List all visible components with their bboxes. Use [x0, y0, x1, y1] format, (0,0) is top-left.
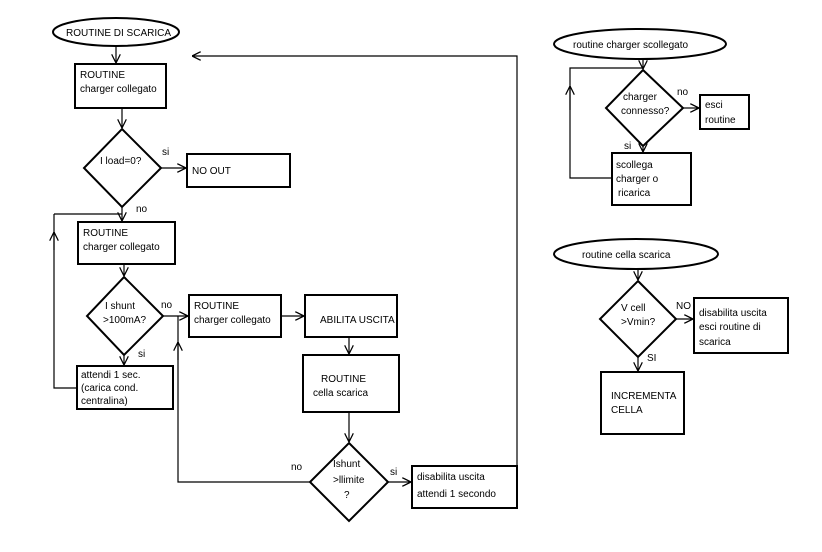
- cell-decision-line1: V cell: [621, 303, 645, 314]
- main-decision-shunt-no: no: [161, 300, 173, 311]
- main-box-charger-3-line1: ROUTINE: [194, 301, 239, 312]
- main-box-no-out-label: NO OUT: [192, 166, 231, 177]
- cell-box-disable-line2: esci routine di: [699, 322, 761, 333]
- main-decision-load-no: no: [136, 204, 148, 215]
- main-box-enable-output-label: ABILITA USCITA: [320, 315, 395, 326]
- main-decision-shunt-line2: >100mA?: [103, 315, 147, 326]
- main-box-charger-2-line2: charger collegato: [83, 242, 160, 253]
- charger-decision-si: si: [624, 141, 631, 152]
- connector: [569, 67, 643, 179]
- connector: [192, 56, 518, 482]
- main-box-charger-3: [188, 294, 282, 338]
- main-decision-limit: [308, 441, 390, 523]
- main-box-charger-1-line2: charger collegato: [80, 84, 157, 95]
- charger-box-exit-line1: esci: [705, 100, 723, 111]
- charger-title: routine charger scollegato: [573, 40, 689, 51]
- cell-discharged-routine: routine cella scarica V cell >Vmin? NO S…: [553, 238, 789, 435]
- main-box-cell-discharged: [302, 354, 400, 413]
- cell-box-increment-line2: CELLA: [611, 405, 643, 416]
- main-box-wait-line3: centralina): [81, 396, 128, 407]
- main-decision-load: [82, 127, 163, 209]
- cell-box-disable: [693, 297, 789, 354]
- cell-box-disable-line3: scarica: [699, 337, 731, 348]
- charger-box-exit-line2: routine: [705, 115, 736, 126]
- main-decision-limit-line1: Ishunt: [333, 459, 360, 470]
- main-box-charger-2-line1: ROUTINE: [83, 228, 128, 239]
- cell-decision-si: SI: [647, 353, 656, 364]
- connector: [177, 316, 310, 483]
- main-box-cell-discharged-line1: ROUTINE: [321, 374, 366, 385]
- main-decision-limit-no: no: [291, 462, 303, 473]
- main-decision-load-label: I load=0?: [100, 156, 142, 167]
- main-box-disable-output: [411, 465, 518, 509]
- main-decision-limit-line3: ?: [344, 490, 350, 501]
- charger-box-exit: [699, 94, 750, 130]
- charger-decision-no: no: [677, 87, 689, 98]
- main-decision-limit-yes: si: [390, 467, 397, 478]
- main-box-disable-output-line2: attendi 1 secondo: [417, 489, 496, 500]
- charger-decision-line2: connesso?: [621, 106, 670, 117]
- main-decision-shunt-yes: si: [138, 349, 145, 360]
- main-title: ROUTINE DI SCARICA: [66, 28, 171, 39]
- main-decision-limit-line2: >llimite: [333, 475, 365, 486]
- main-box-wait-line2: (carica cond.: [81, 383, 138, 394]
- charger-box-disconnect-line3: ricarica: [618, 188, 651, 199]
- charger-box-disconnect: [611, 152, 692, 206]
- charger-title-ellipse: [553, 28, 727, 60]
- main-box-charger-3-line2: charger collegato: [194, 315, 271, 326]
- main-routine: ROUTINE DI SCARICA ROUTINE charger colle…: [53, 17, 518, 523]
- cell-box-disable-line1: disabilita uscita: [699, 308, 767, 319]
- main-decision-shunt-line1: I shunt: [105, 301, 135, 312]
- main-decision-load-yes: si: [162, 147, 169, 158]
- cell-decision-no: NO: [676, 301, 691, 312]
- main-box-no-out: [186, 153, 291, 188]
- cell-title-ellipse: [553, 238, 719, 270]
- cell-decision-line2: >Vmin?: [621, 317, 656, 328]
- cell-box-increment-line1: INCREMENTA: [611, 391, 677, 402]
- charger-disconnected-routine: routine charger scollegato charger conne…: [553, 28, 750, 206]
- main-box-wait-line1: attendi 1 sec.: [81, 370, 140, 381]
- main-box-enable-output: [304, 294, 398, 338]
- main-box-wait: [76, 365, 174, 410]
- cell-title: routine cella scarica: [582, 250, 671, 261]
- main-box-cell-discharged-line2: cella scarica: [313, 388, 368, 399]
- main-box-charger-2: [77, 221, 176, 265]
- main-box-charger-1: [74, 63, 167, 109]
- cell-box-increment: [600, 371, 685, 435]
- charger-box-disconnect-line1: scollega: [616, 160, 653, 171]
- main-box-disable-output-line1: disabilita uscita: [417, 472, 485, 483]
- main-box-charger-1-line1: ROUTINE: [80, 70, 125, 81]
- connector: [53, 214, 77, 389]
- charger-decision-line1: charger: [623, 92, 658, 103]
- charger-box-disconnect-line2: charger o: [616, 174, 659, 185]
